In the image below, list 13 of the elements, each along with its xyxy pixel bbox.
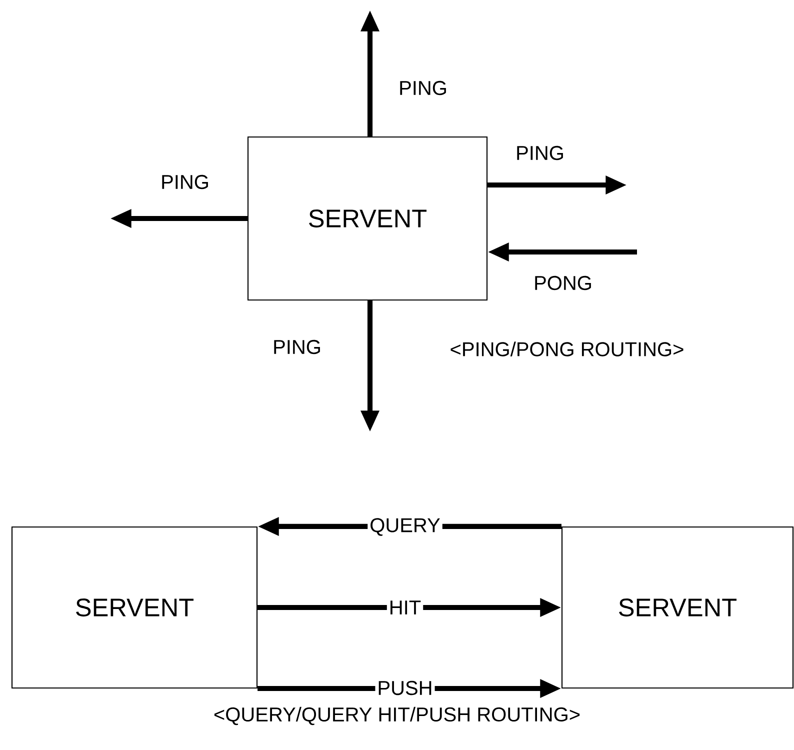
edge-label: PONG [535,276,591,290]
edge-label: QUERY [368,516,442,538]
servent-box: SERVENT [247,136,488,301]
servent-box: SERVENT [561,526,794,689]
edge-label: PING [162,174,208,190]
edge-label: PING [400,80,446,96]
caption: <PING/PONG ROUTING> [450,342,684,356]
servent-box: SERVENT [11,526,258,689]
edge-label: HIT [386,598,424,616]
edge-label: PING [517,146,563,160]
edge-label: PUSH [375,678,435,698]
edge-label: PING [274,340,320,354]
caption: <QUERY/QUERY HIT/PUSH ROUTING> [214,706,580,726]
